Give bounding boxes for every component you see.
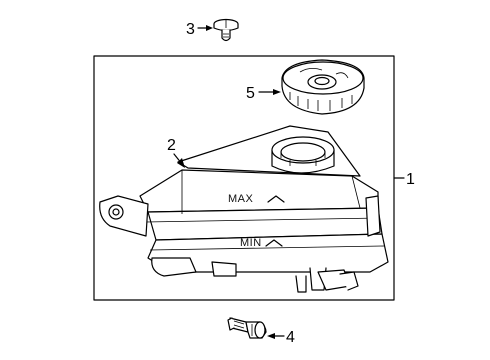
arrow-5 <box>273 89 281 95</box>
min-mark: MIN <box>240 237 262 249</box>
part-4-bolt <box>227 317 267 339</box>
callout-2: 2 <box>167 137 176 154</box>
callout-1: 1 <box>406 171 415 188</box>
callout-3: 3 <box>186 21 195 38</box>
arrow-3 <box>206 25 213 31</box>
arrow-2 <box>177 158 185 168</box>
arrow-4 <box>267 333 275 339</box>
callout-4: 4 <box>286 329 295 346</box>
callout-5: 5 <box>246 85 255 102</box>
part-2-reservoir: MAX MIN <box>99 125 389 293</box>
part-3-clip <box>213 18 239 42</box>
max-mark: MAX <box>228 193 254 205</box>
part-5-cap <box>281 59 365 115</box>
min-chevron <box>265 239 283 247</box>
max-chevron <box>267 195 285 203</box>
